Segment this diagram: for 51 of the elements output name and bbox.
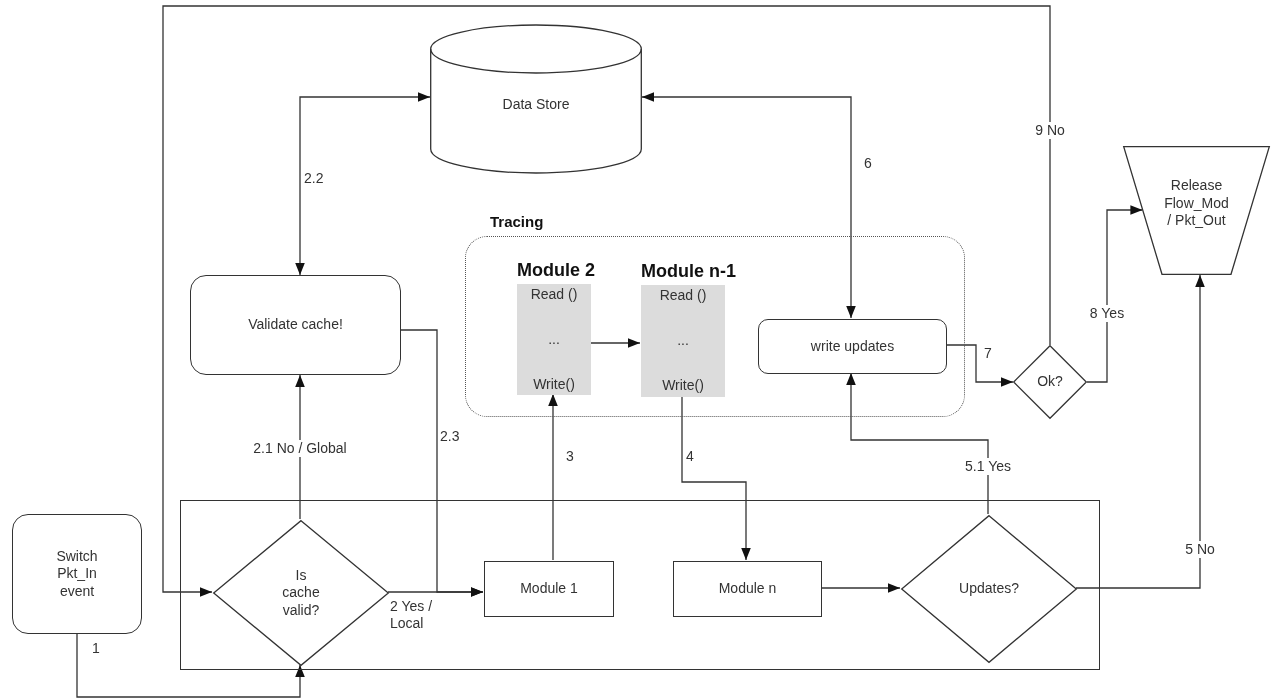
process-box xyxy=(190,275,401,375)
method-text: ... xyxy=(676,332,690,350)
arrow xyxy=(295,92,431,276)
process-box xyxy=(758,319,947,374)
arrow xyxy=(76,633,305,698)
node-text: Release Flow_Mod / Pkt_Out xyxy=(1163,177,1230,230)
node-text: Switch Pkt_In event xyxy=(55,547,99,601)
arrow xyxy=(945,344,1014,387)
edge-label: 2.2 xyxy=(304,170,324,187)
arrow xyxy=(641,92,856,319)
node-text: Validate cache! xyxy=(248,316,343,334)
node-text: Module 1 xyxy=(520,580,578,598)
decision-text: Is cache valid? xyxy=(281,566,321,620)
node-text: Module n xyxy=(718,580,777,598)
arrow xyxy=(681,395,751,561)
arrow xyxy=(548,393,558,561)
arrow xyxy=(162,5,1051,597)
edge-label: 5.1 Yes xyxy=(963,458,1013,475)
edge-label: 4 xyxy=(686,448,694,465)
edge-label: 6 xyxy=(864,155,872,172)
method-text: Write() xyxy=(532,376,576,394)
node-text: write updates xyxy=(810,337,895,356)
process-box xyxy=(673,561,822,617)
process-box xyxy=(484,561,614,617)
edge-label: 2.3 xyxy=(440,428,460,445)
module-title: Module 2 xyxy=(517,260,595,281)
process-box xyxy=(12,514,142,634)
container-box xyxy=(180,500,1100,670)
method-text: ... xyxy=(547,331,561,349)
module-title: Module n-1 xyxy=(641,261,736,282)
arrow xyxy=(846,372,989,515)
arrow xyxy=(387,587,484,597)
arrow xyxy=(295,374,305,520)
method-text: Write() xyxy=(661,377,705,395)
node-text: Data Store xyxy=(502,95,570,114)
edge-label: 8 Yes xyxy=(1087,305,1127,322)
method-text: Read () xyxy=(529,286,579,304)
edge-label: 3 xyxy=(566,448,574,465)
group-title: Tracing xyxy=(490,213,544,230)
method-text: Read () xyxy=(658,287,708,305)
edge-label: 1 xyxy=(92,640,100,657)
edge-label: 7 xyxy=(984,345,992,362)
arrow xyxy=(820,583,901,593)
arrow xyxy=(1075,274,1205,589)
decision-text: Updates? xyxy=(959,580,1019,598)
arrow xyxy=(1086,205,1143,383)
edge-label: 2.1 No / Global xyxy=(251,440,349,457)
decision-text: Ok? xyxy=(1037,373,1063,391)
edge-label: 5 No xyxy=(1183,541,1217,558)
edge-label: 2 Yes / Local xyxy=(390,598,434,632)
edge-label: 9 No xyxy=(1033,122,1067,139)
